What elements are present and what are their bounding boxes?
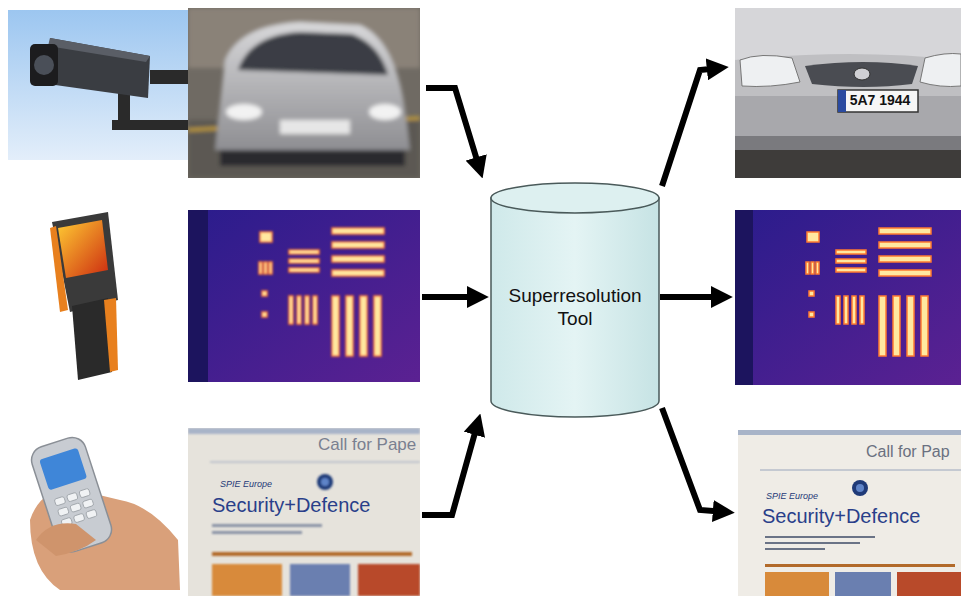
thermal-camera-icon — [50, 212, 118, 380]
license-plate-text: 5A7 1944 — [850, 93, 911, 108]
poster-text: SPIE Europe — [220, 480, 272, 490]
thermal-image-sharp — [735, 210, 961, 385]
thermal-image-blurry — [188, 210, 420, 382]
sharp-car-photo — [735, 8, 961, 178]
poster-text: Security+Defence — [762, 505, 920, 527]
sharp-poster-photo — [738, 430, 961, 596]
tool-cylinder: Superresolution Tool — [490, 182, 660, 418]
flow-arrows — [422, 68, 726, 515]
poster-text: SPIE Europe — [766, 492, 818, 502]
mobile-phone-icon — [28, 434, 180, 590]
poster-text: Call for Pape — [318, 436, 416, 455]
blurry-poster-photo — [188, 428, 420, 596]
poster-text: Security+Defence — [212, 494, 370, 516]
blurry-car-photo — [188, 8, 420, 178]
node-label: Superresolution Tool — [502, 285, 648, 331]
poster-text: Call for Pap — [866, 443, 950, 461]
cctv-camera-icon — [8, 10, 188, 160]
